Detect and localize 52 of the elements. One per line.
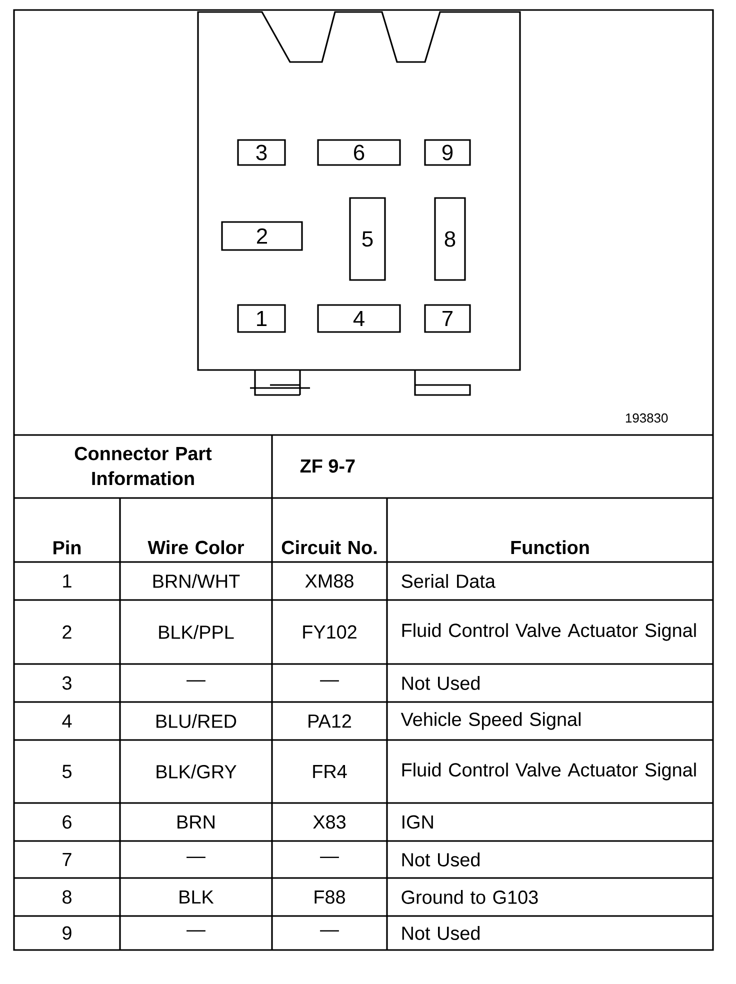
pin-cavity: 2 [221,221,303,251]
cell-text: 3 [62,676,72,690]
cell-text: Serial Data [402,574,496,588]
cell-text: Not Used [402,926,480,940]
cell-text: Fluid Control Valve Actuator Signal [402,762,696,780]
cell-text: — [186,930,206,932]
cell-text: 6 [62,815,72,829]
cell-text: PA12 [308,714,351,728]
pin-cavity: 6 [317,139,401,166]
cell-text: 1 [63,574,72,588]
cell-text: BRN [178,816,214,829]
table-header: ZF 9-7 [300,459,355,473]
column-header: Wire Color [148,540,244,554]
cell-text: Vehicle Speed Signal [400,712,580,730]
pin-cavity: 4 [317,304,401,333]
cell-text: 4 [62,714,72,728]
pin-cavity: 7 [424,304,471,333]
cell-text: Not Used [402,676,480,690]
cell-text: 8 [62,890,72,904]
cell-text: FY102 [303,625,356,639]
cell-text: 9 [62,926,72,940]
cell-text: — [186,856,206,858]
cell-text: BRN/WHT [153,574,240,588]
cell-text: X83 [313,815,346,829]
pin-cavity: 3 [237,139,286,166]
pin-cavity: 8 [434,197,466,281]
cell-text: BLK/PPL [159,625,234,639]
pin-cavity: 1 [237,304,286,333]
cell-text: — [320,930,339,932]
column-header: Pin [54,540,81,554]
cell-text: F88 [314,890,345,904]
cell-text: FR4 [313,765,347,778]
cell-text: — [320,680,339,682]
cell-text: 5 [62,764,72,778]
table-header: Connector Part Information [74,446,212,486]
cell-text: Fluid Control Valve Actuator Signal [402,623,696,641]
cell-text: Not Used [402,852,480,866]
column-header: Function [511,540,589,554]
cell-text: Ground to G103 [402,890,538,904]
cell-text: BLK/GRY [156,764,236,778]
pin-cavity: 5 [349,197,386,281]
cell-text: BLK [180,890,214,904]
cell-text: XM88 [305,574,354,588]
cell-text: 2 [62,625,72,639]
cell-text: — [186,680,206,682]
cell-text: — [320,856,339,858]
part-number: 193830 [626,413,668,423]
pin-cavity: 9 [424,139,471,166]
cell-text: IGN [402,815,433,829]
column-header: Circuit No. [282,540,377,554]
cell-text: BLU/RED [156,714,236,728]
cell-text: 7 [62,853,72,866]
